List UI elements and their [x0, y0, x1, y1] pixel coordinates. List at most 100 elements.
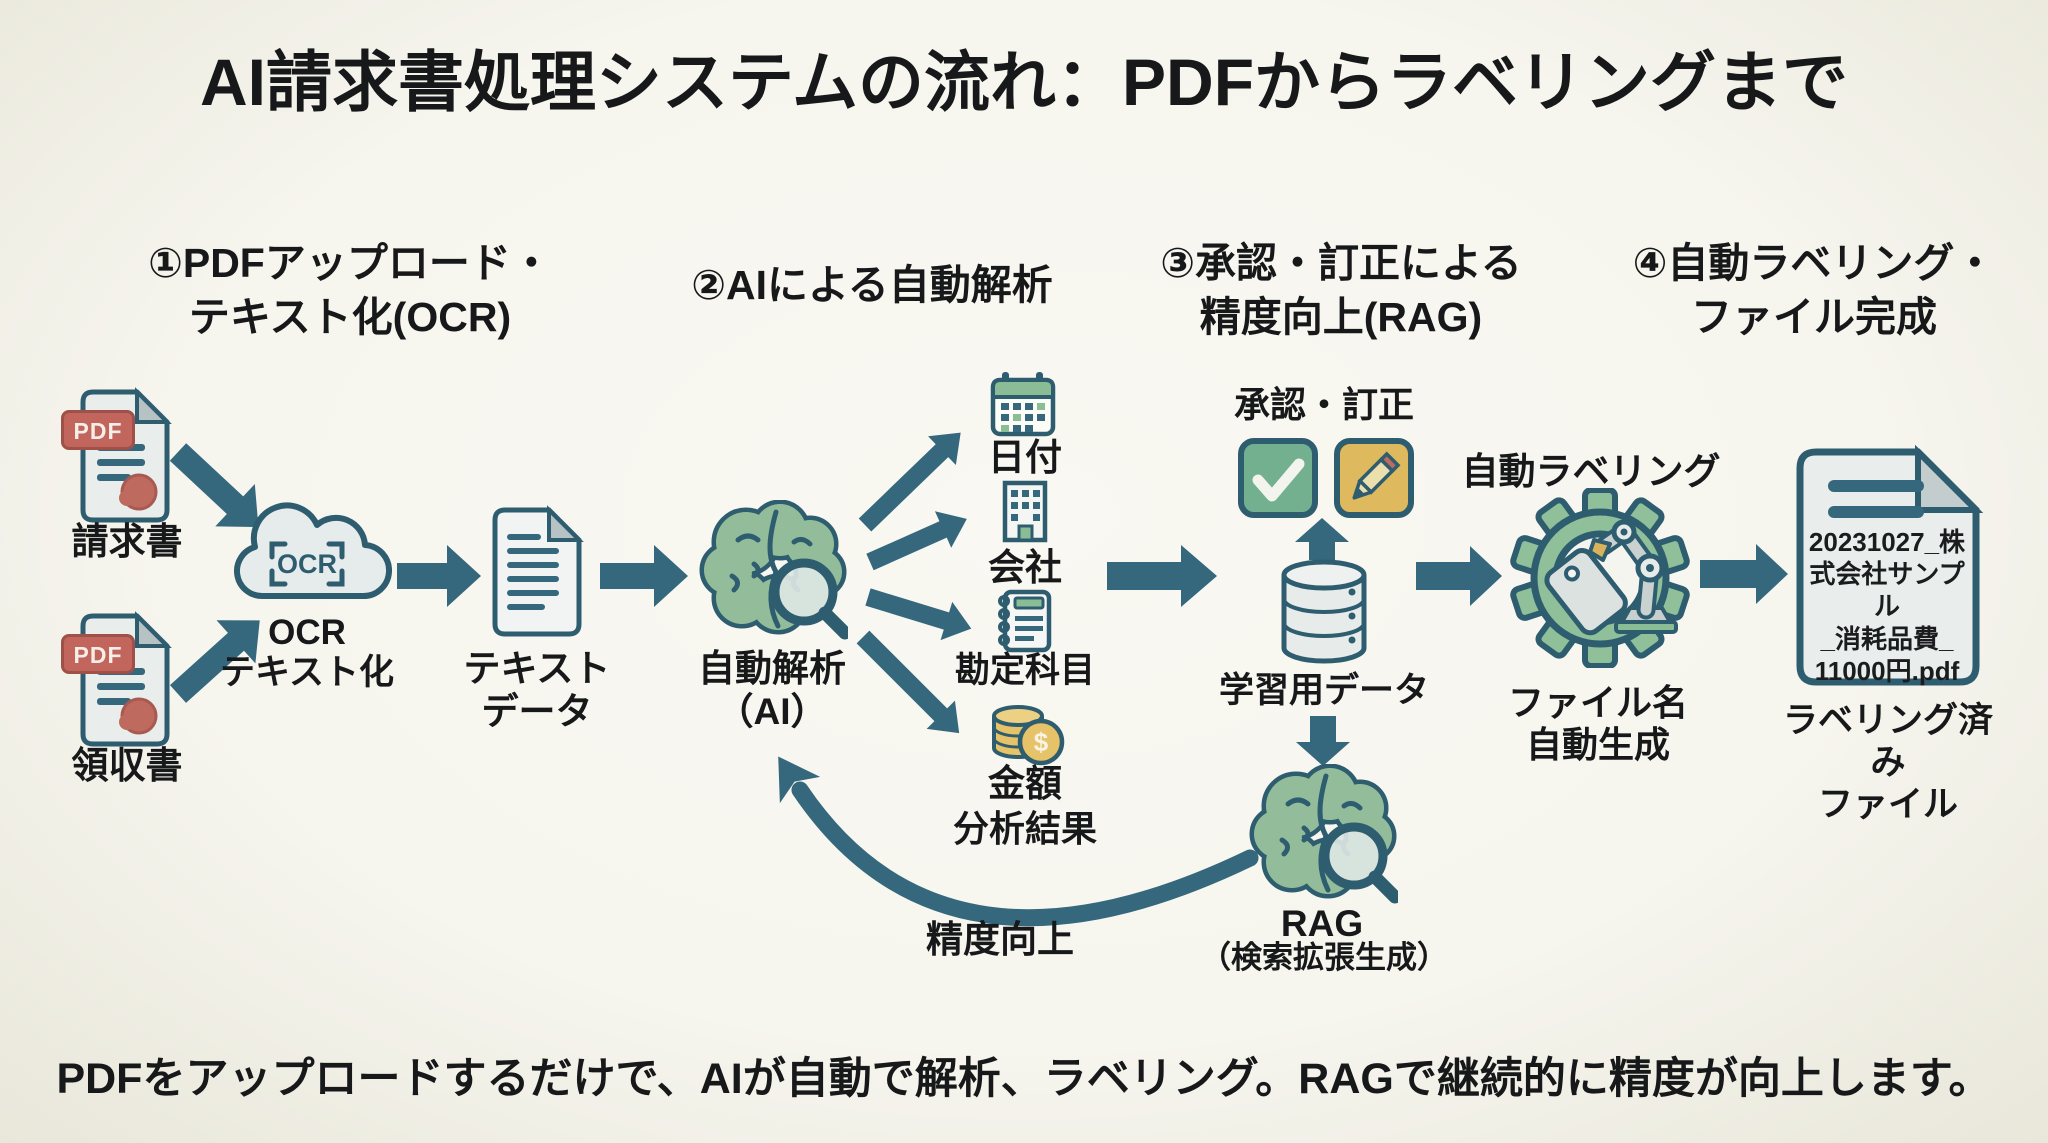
invoice-label: 請求書 [71, 521, 183, 562]
amount-node: $ [988, 696, 1066, 768]
scan-brackets-icon [269, 541, 345, 587]
receipt-label: 領収書 [71, 745, 183, 786]
magnifier-lens-icon [770, 558, 838, 626]
ai-analysis-line2: （AI） [716, 690, 828, 732]
pdf-document-icon [80, 611, 172, 747]
arrow-labeling-to-file [1700, 544, 1788, 604]
feedback-label: 精度向上 [926, 919, 1074, 960]
ai-analysis-label: 自動解析 （AI） [672, 648, 872, 734]
page-title: AI請求書処理システムの流れ：PDFからラベリングまで [199, 45, 1849, 119]
date-node [990, 370, 1056, 438]
text-data-label: テキスト データ [437, 648, 637, 734]
filename-line2: 式会社サンプル [1809, 559, 1965, 622]
training-data-node [1278, 558, 1370, 666]
rag-label-line2: （検索拡張生成） [1200, 940, 1448, 975]
training-data-label: 学習用データ [1218, 671, 1429, 710]
arrow-rag-feedback [778, 756, 1259, 927]
step2-line1: ②AIによる自動解析 [691, 262, 1053, 308]
gear-robot-arm-icon [1510, 488, 1690, 668]
ocr-cloud-icon: OCR [234, 502, 392, 600]
step1-header: ①PDFアップロード・ テキスト化(OCR) [40, 236, 660, 344]
magnifier-handle-icon [818, 606, 848, 640]
ocr-glyph-text: OCR [277, 549, 337, 579]
step1-line2: テキスト化(OCR) [188, 294, 512, 341]
final-file-line2: ファイル [1817, 785, 1958, 824]
arrow-database-up [1295, 518, 1349, 560]
company-label: 会社 [988, 547, 1062, 588]
filename-line4: 11000円.pdf [1814, 655, 1960, 686]
calendar-icon [990, 372, 1056, 437]
step3-line2: 精度向上(RAG) [1199, 294, 1483, 341]
arrow-analysis-to-amount [856, 630, 960, 734]
amount-label: 金額 [988, 763, 1062, 804]
generated-filename: 20231027_株 式会社サンプル _消耗品費_ 11000円.pdf [1798, 526, 1976, 687]
auto-labeling-line1: ファイル名 [1507, 682, 1688, 723]
filename-line1: 20231027_株 [1808, 527, 1966, 557]
step1-line1: ①PDFアップロード・ [148, 240, 552, 286]
step2-header: ②AIによる自動解析 [622, 258, 1122, 312]
approve-check-icon [1238, 438, 1318, 518]
currency-glyph: $ [1034, 727, 1049, 757]
ai-analysis-node [698, 500, 848, 640]
step3-line1: ③承認・訂正による [1160, 240, 1522, 286]
text-data-line2: データ [481, 690, 593, 732]
filename-line3: _消耗品費_ [1820, 623, 1954, 654]
invoice-node: PDF [61, 386, 175, 526]
text-data-line1: テキスト [463, 648, 611, 689]
coins-icon: $ [992, 705, 1065, 766]
final-file-line1: ラベリング済み [1782, 701, 1993, 782]
account-label: 勘定科目 [954, 651, 1095, 690]
arrow-ocr-to-textdata [397, 545, 481, 607]
receipt-node: PDF [61, 610, 175, 750]
arrow-analysis-to-company [866, 511, 967, 571]
door-icon [1017, 524, 1034, 542]
auto-labeling-node [1510, 488, 1690, 668]
ocr-cloud-node: OCR [222, 496, 392, 618]
step4-header: ④自動ラベリング・ ファイル完成 [1580, 236, 2048, 344]
company-node [995, 478, 1055, 544]
result-label: 分析結果 [952, 808, 1097, 849]
arrow-analysis-to-date [858, 432, 961, 532]
brain-magnifier-icon [699, 500, 848, 640]
date-label: 日付 [988, 437, 1062, 478]
arrow-receipt-to-ocr [169, 620, 260, 703]
ai-analysis-line1: 自動解析 [698, 648, 846, 689]
approval-label: 承認・訂正 [1233, 384, 1414, 425]
edit-pencil-icon [1334, 438, 1414, 518]
step4-line1: ④自動ラベリング・ [1632, 240, 1996, 286]
robot-arm-icon [1588, 519, 1678, 634]
database-icon [1281, 559, 1367, 664]
tag-icon [1544, 548, 1628, 636]
final-file-node: 20231027_株 式会社サンプル _消耗品費_ 11000円.pdf [1790, 442, 1986, 692]
ocr-label-line1: OCR [268, 613, 346, 652]
arrow-database-to-rag [1296, 716, 1350, 766]
rag-brain-magnifier-icon [1249, 764, 1398, 904]
step3-header: ③承認・訂正による 精度向上(RAG) [1110, 236, 1572, 344]
arrow-analysis-to-account [865, 588, 972, 641]
final-file-caption: ラベリング済み ファイル [1768, 700, 2008, 826]
account-node [993, 588, 1055, 654]
step4-line2: ファイル完成 [1691, 294, 1937, 341]
text-data-node [487, 504, 587, 640]
arrow-training-to-labeling [1416, 546, 1502, 606]
pdf-badge: PDF [61, 410, 135, 450]
text-document-icon [492, 505, 584, 637]
ocr-label-line2: テキスト化 [220, 653, 394, 692]
rag-node [1248, 764, 1398, 904]
ledger-icon [998, 589, 1052, 653]
rag-label-line1: RAG [1280, 903, 1364, 944]
arrow-textdata-to-analysis [600, 545, 688, 607]
auto-labeling-caption: ファイル名 自動生成 [1478, 682, 1718, 767]
arrow-outputs-to-approval [1107, 545, 1217, 607]
pdf-document-icon [80, 387, 172, 523]
auto-labeling-title: 自動ラベリング [1461, 451, 1721, 492]
magnifier-lens-icon [1320, 822, 1388, 890]
auto-labeling-line2: 自動生成 [1525, 724, 1670, 766]
footer-summary: PDFをアップロードするだけで、AIが自動で解析、ラベリング。RAGで継続的に精… [56, 1055, 1992, 1103]
building-icon [1002, 480, 1048, 543]
labeled-file-icon [1796, 444, 1984, 686]
pdf-badge: PDF [61, 634, 135, 674]
magnifier-handle-icon [1368, 870, 1398, 904]
